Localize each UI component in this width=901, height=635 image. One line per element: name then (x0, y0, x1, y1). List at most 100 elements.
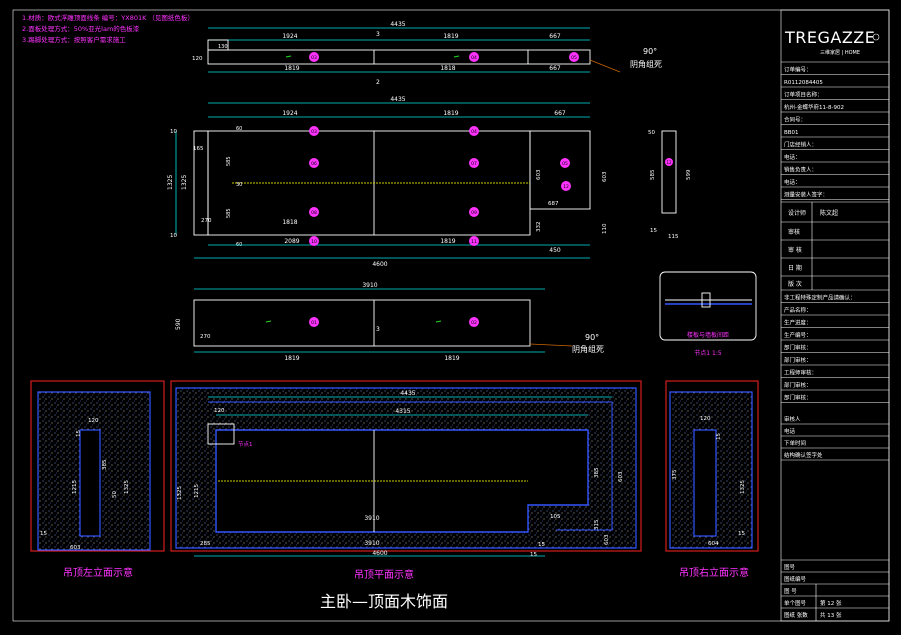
tag-label: 09 (471, 210, 477, 216)
right-label: 110 (602, 223, 608, 234)
joint-mark: 2 (376, 79, 380, 86)
section-dim: 285 (200, 541, 211, 547)
section-dim: 120 (214, 408, 225, 414)
tag-label: 06 (311, 161, 317, 167)
dim-notch: 165 (193, 146, 204, 152)
view-bottom-strip: 3910 590 270 3 01 02 1819 1819 90° 阴角组死 (175, 282, 604, 362)
title-block-frame (780, 9, 890, 622)
brand-logo: TREGAZZE (784, 28, 875, 47)
tb-sheet-label: 图纸 张数 (784, 611, 808, 619)
section-center-plan: 节点1 4435 4315 120 1325 1215 385 3910 391… (170, 380, 642, 581)
tag-marker (309, 126, 319, 136)
note-angle: 90° (643, 47, 657, 56)
section-dim: 15 (40, 531, 47, 537)
inner-label: 585 (226, 156, 232, 166)
tag-label: 11 (471, 239, 477, 245)
tag-label: 07 (471, 161, 477, 167)
dim-seg: 1924 (282, 110, 297, 117)
tb-bottom-row: 工程师审核： (784, 369, 817, 377)
tb-sheet-label: 图纸编号 (784, 575, 807, 583)
tb-top-row: 测量安装人签字： (784, 191, 828, 199)
section-dim: 1215 (194, 484, 200, 498)
section-dim: 15 (716, 433, 722, 440)
dim-height: 590 (175, 318, 182, 330)
registered-icon (872, 33, 880, 41)
section-title: 吊顶平面示意 (354, 568, 414, 581)
tb-footer-row: 电话 (784, 427, 796, 435)
dim-overall: 4435 (390, 21, 405, 28)
section-dim: 604 (708, 541, 719, 547)
tb-bottom-row: 生产编号： (784, 331, 812, 339)
node-label: 节点1 (238, 440, 253, 448)
section-dim: 4435 (400, 390, 415, 397)
tb-designer-name: 陈文超 (820, 209, 838, 217)
node-callout (207, 423, 235, 445)
tb-top-row: 电话： (784, 178, 801, 186)
dim-seg: 1818 (440, 65, 455, 72)
tb-top-row: 合同号： (784, 116, 806, 124)
tb-bottom-row: 生产进度： (784, 319, 812, 327)
tag-label: 05 (562, 161, 568, 167)
tag-label: 10 (311, 239, 317, 245)
dim-overall: 4435 (390, 96, 405, 103)
view-main-panel: 4435 1924 1819 667 1325 1325 10 10 165 2… (167, 96, 608, 268)
tb-top-row: R0112084405 (784, 80, 823, 86)
section-right-elevation: 120 15 375 1325 604 15 吊顶右立面示意 (665, 380, 759, 579)
section-title: 吊顶右立面示意 (679, 566, 749, 579)
section-dim: 15 (76, 430, 82, 437)
tag-label: 03 (311, 55, 317, 61)
section-dim: 1325 (177, 486, 183, 500)
notes-block: 1.材质：欧式浮雕顶面线条 编号：YX801K （见图纸色板） 2.面板处理方式… (22, 13, 194, 44)
section-dim: 603 (604, 534, 610, 545)
strip-outline (207, 49, 591, 65)
tb-top-row: 杭州-金蝶华府11-8-902 (784, 103, 844, 111)
dim-seg: 667 (554, 110, 566, 117)
section-dim: 1325 (124, 480, 130, 494)
tb-label: 审核 (788, 228, 800, 236)
grain-arrow (285, 55, 460, 58)
dim-seg: 2089 (284, 238, 299, 245)
tb-sheet-label: 单个图号 (784, 599, 807, 607)
dim-seg: 1819 (443, 33, 458, 40)
section-dim: 315 (594, 519, 600, 530)
brand-tagline: 三维家居 | HOME (820, 49, 860, 56)
section-dim: 603 (618, 471, 624, 482)
dim-mid: 1818 (282, 219, 297, 226)
side-dim: 585 (650, 169, 656, 180)
section-dim: 1215 (72, 480, 78, 494)
tag-label: 01 (311, 320, 317, 326)
inner-label: 60 (236, 126, 242, 132)
tb-label: 版 次 (788, 280, 802, 288)
tb-bottom-row: 部门审核： (784, 356, 812, 364)
tb-sheet-number: 第 12 张 (820, 599, 842, 607)
tag-label: 04 (471, 55, 477, 61)
tb-top-row: BB01 (784, 130, 799, 136)
dim-seg: 1924 (282, 33, 297, 40)
tb-top-row: 订单项目名称： (784, 91, 823, 99)
tag-marker (560, 158, 570, 168)
section-dim: 385 (594, 467, 600, 478)
tag-label: 12 (563, 184, 569, 190)
tb-sheet-label: 图 号 (784, 587, 797, 595)
view-top-strip: 4435 1924 1819 667 3 130 120 1819 1818 6… (192, 21, 662, 86)
dim-seg: 1819 (443, 110, 458, 117)
dim-seg: 1819 (444, 355, 459, 362)
section-title: 吊顶左立面示意 (63, 566, 133, 579)
tb-footer-row: 下单时间 (784, 439, 806, 447)
tag-marker (469, 158, 479, 168)
section-dim: 15 (738, 531, 745, 537)
note-line: 1.材质：欧式浮雕顶面线条 编号：YX801K （见图纸色板） (22, 13, 194, 22)
tag-marker (469, 236, 479, 246)
dim-height: 120 (192, 56, 203, 62)
tb-top-row: 门店经销人： (784, 141, 817, 149)
detail-label: 楼板与墙板间距 (687, 331, 729, 339)
tag-label: 08 (311, 210, 317, 216)
dim-seg: 450 (549, 247, 561, 254)
dim-overall: 3910 (362, 282, 377, 289)
tb-sheet-label: 图号 (784, 563, 796, 571)
note-line: 2.面板处理方式：50%亚光lam的色板漆 (22, 24, 140, 33)
dim-seg: 1819 (284, 65, 299, 72)
tag-marker (309, 207, 319, 217)
section-dim: 4315 (395, 408, 410, 415)
tb-bottom-row: 产品名称： (784, 306, 812, 314)
